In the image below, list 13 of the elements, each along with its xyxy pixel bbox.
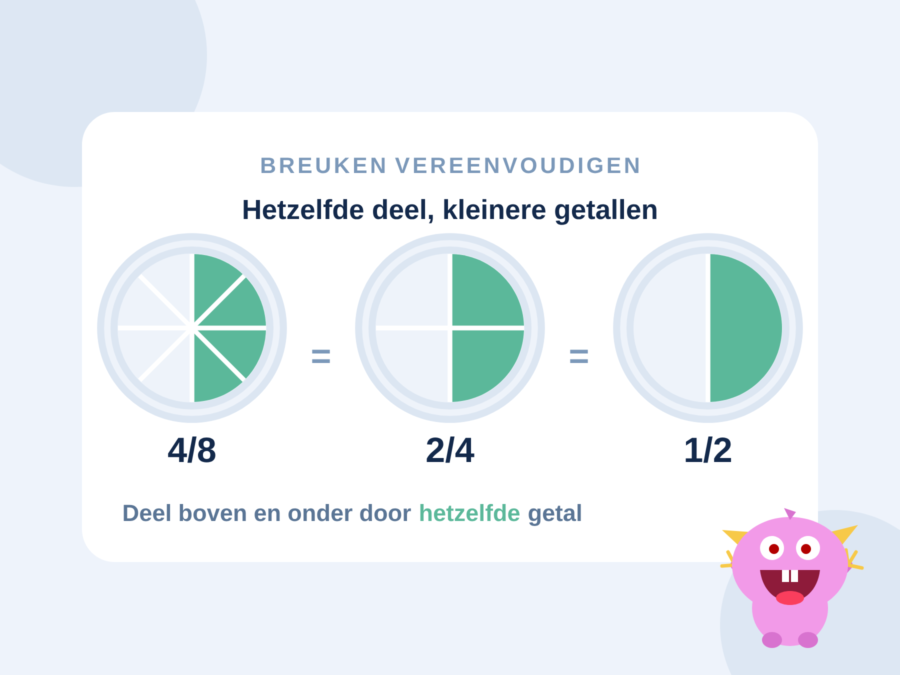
fraction-circle [613,233,803,423]
instruction-text: Deel boven en onder door [124,504,411,522]
fraction-label: 2/4 [426,436,474,463]
highlighted-word: hetzelfde [420,504,520,522]
equals-sign: = [570,350,588,363]
equals-sign: = [312,350,330,363]
subtitle: Hetzelfde deel, kleinere getallen [244,199,656,225]
title: BREUKEN VEREENVOUDIGEN [262,157,638,174]
fraction-circle [97,233,287,423]
instruction-text: getal [528,504,581,526]
fraction-label: 1/2 [686,436,732,463]
fraction-label: 4/8 [168,436,216,463]
fraction-circle [355,233,545,423]
